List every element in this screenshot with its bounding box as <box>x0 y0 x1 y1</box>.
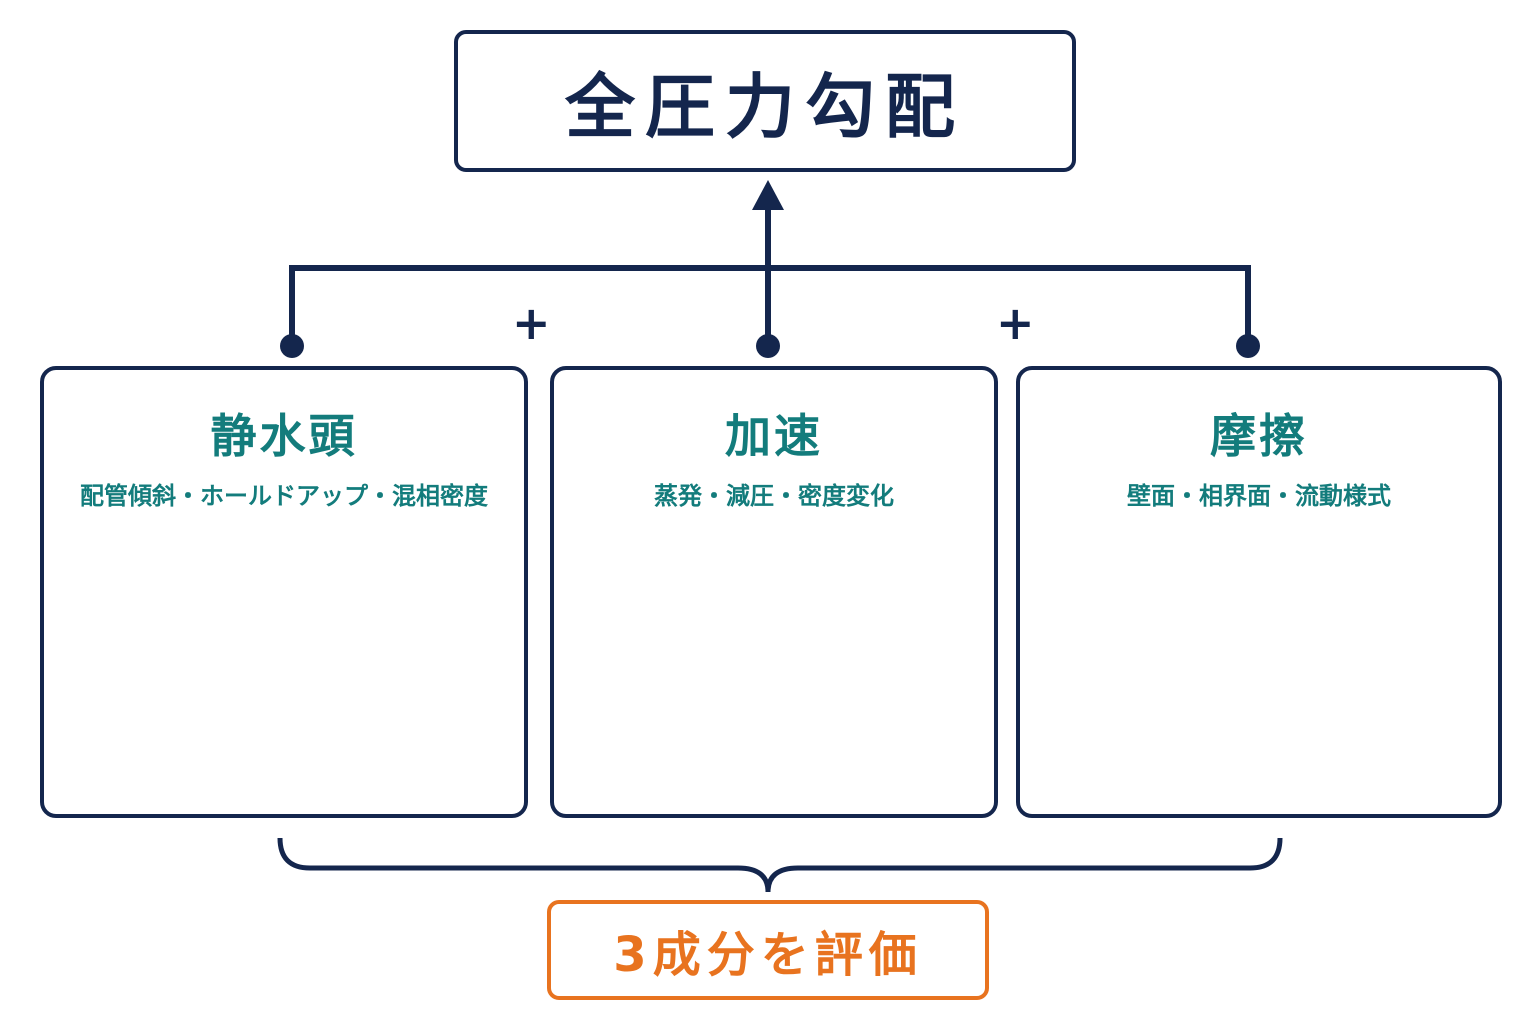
connector-dot <box>280 334 304 358</box>
panel-hydrostatic: 静水頭 配管傾斜・ホールドアップ・混相密度 <box>40 366 528 818</box>
panel-subtitle: 配管傾斜・ホールドアップ・混相密度 <box>80 482 488 510</box>
panel-acceleration: 加速 蒸発・減圧・密度変化 <box>550 366 998 818</box>
page-title: 全圧力勾配 <box>565 65 965 148</box>
connector-dot <box>1236 334 1260 358</box>
result-label: 3成分を評価 <box>613 927 923 983</box>
panel-subtitle: 壁面・相界面・流動様式 <box>1127 482 1391 510</box>
connector-dot <box>756 334 780 358</box>
plus-sign: + <box>996 296 1035 350</box>
result-box: 3成分を評価 <box>547 900 989 1000</box>
panel-title: 静水頭 <box>210 409 358 463</box>
brace <box>277 837 1283 893</box>
title-box: 全圧力勾配 <box>454 30 1076 172</box>
panel-title: 加速 <box>725 409 823 463</box>
plus-sign: + <box>512 296 551 350</box>
panel-friction: 摩擦 壁面・相界面・流動様式 <box>1016 366 1502 818</box>
connector-lines <box>280 180 1260 358</box>
arrow-up-icon <box>752 180 784 210</box>
panel-title: 摩擦 <box>1210 409 1308 463</box>
panel-subtitle: 蒸発・減圧・密度変化 <box>654 482 894 510</box>
